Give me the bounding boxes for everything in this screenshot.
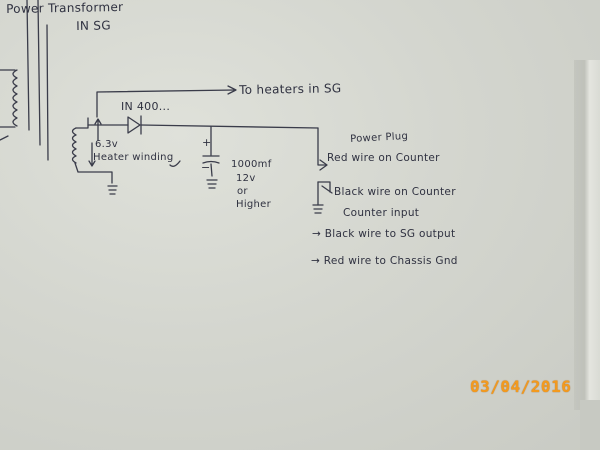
primary-leads bbox=[0, 69, 16, 128]
cap-plate-bottom bbox=[202, 160, 220, 164]
winding-top-lead bbox=[75, 117, 89, 129]
transformer-core-line-3 bbox=[46, 24, 49, 161]
heater-winding-coil bbox=[71, 127, 77, 164]
heaters-label: To heaters in SG bbox=[239, 81, 342, 97]
cap-value: 1000mf bbox=[231, 159, 272, 170]
transformer-core-line-1 bbox=[26, 0, 30, 131]
cap-polarity-minus: − bbox=[201, 161, 211, 174]
diode-triangle bbox=[127, 116, 141, 134]
plug-red-branch bbox=[317, 127, 327, 166]
paper-edge bbox=[574, 60, 600, 410]
winding-arrow-down bbox=[88, 142, 96, 167]
note-red-wire: → Red wire to Chassis Gnd bbox=[311, 255, 458, 267]
heaters-arrow bbox=[227, 85, 237, 95]
plug-black-wire-label: Black wire on Counter bbox=[334, 186, 456, 198]
transformer-core-line-2 bbox=[37, 0, 41, 146]
plug-red-wire-label: Red wire on Counter bbox=[327, 152, 440, 164]
note-black-wire: → Black wire to SG output bbox=[312, 228, 456, 240]
transformer-subtitle: IN SG bbox=[76, 18, 111, 33]
transformer-title: Power Transformer bbox=[6, 0, 124, 16]
cap-ground-symbol bbox=[206, 179, 218, 189]
winding-voltage: 6.3v bbox=[95, 139, 119, 150]
heaters-line bbox=[96, 89, 236, 118]
main-rail bbox=[140, 124, 319, 129]
plug-black-arrow bbox=[321, 185, 333, 194]
cap-polarity-plus: + bbox=[202, 136, 212, 149]
cap-voltage: 12v bbox=[236, 173, 256, 184]
paper-edge-bottom bbox=[580, 400, 600, 450]
plug-red-arrow bbox=[319, 159, 328, 171]
primary-lead-tail bbox=[0, 135, 9, 141]
plug-counter-input: Counter input bbox=[343, 207, 420, 219]
date-stamp: 03/04/2016 bbox=[470, 377, 572, 396]
winding-bottom-lead bbox=[74, 162, 113, 184]
cap-higher: Higher bbox=[236, 199, 272, 210]
plug-black-branch bbox=[317, 181, 331, 193]
winding-ground-symbol bbox=[107, 185, 118, 195]
winding-label-hook bbox=[169, 160, 181, 167]
primary-coil bbox=[12, 69, 18, 127]
winding-label: Heater winding bbox=[93, 152, 174, 163]
cap-or: or bbox=[237, 186, 248, 197]
diode-label: IN 400... bbox=[121, 100, 171, 113]
cap-bottom-lead bbox=[210, 163, 213, 177]
plug-ground-symbol bbox=[312, 204, 324, 214]
winding-arrow-up bbox=[94, 118, 102, 141]
